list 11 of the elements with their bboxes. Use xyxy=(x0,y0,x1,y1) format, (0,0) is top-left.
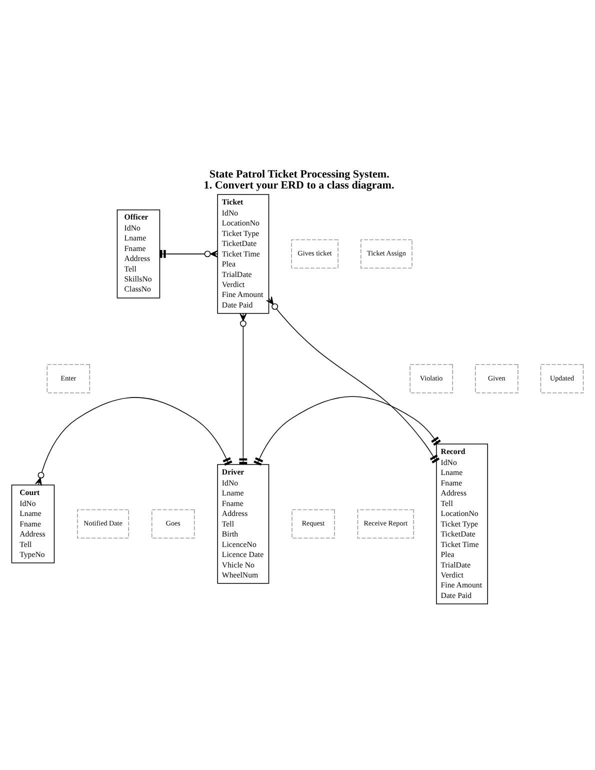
connector xyxy=(254,396,441,466)
connector xyxy=(34,397,232,486)
diagram-title: State Patrol Ticket Processing System. xyxy=(209,168,390,180)
node-box: Officer IdNo Lname Fname Address Tell SkillsNo ClassNo xyxy=(116,209,160,298)
connector xyxy=(159,250,218,258)
caption: 1. Convert your ERD to a class diagram. xyxy=(204,179,394,192)
node-box: Driver IdNo Lname Fname Address Tell Birth LicenceNo Licence Date Vhicle No WheelNum xyxy=(217,464,270,584)
node-box: Record IdNo Lname Fname Address Tell LocationNo Ticket Type TicketDate Ticket Time Plea TrialDate Verdict Fine Amount Date Paid xyxy=(436,444,488,604)
node-box: Ticket IdNo LocationNo Ticket Type TicketDate Ticket Time Plea TrialDate Verdict Fine Amount Date Paid xyxy=(217,194,270,314)
connector xyxy=(266,296,440,464)
node-box: Court IdNo Lname Fname Address Tell TypeNo xyxy=(11,484,55,564)
